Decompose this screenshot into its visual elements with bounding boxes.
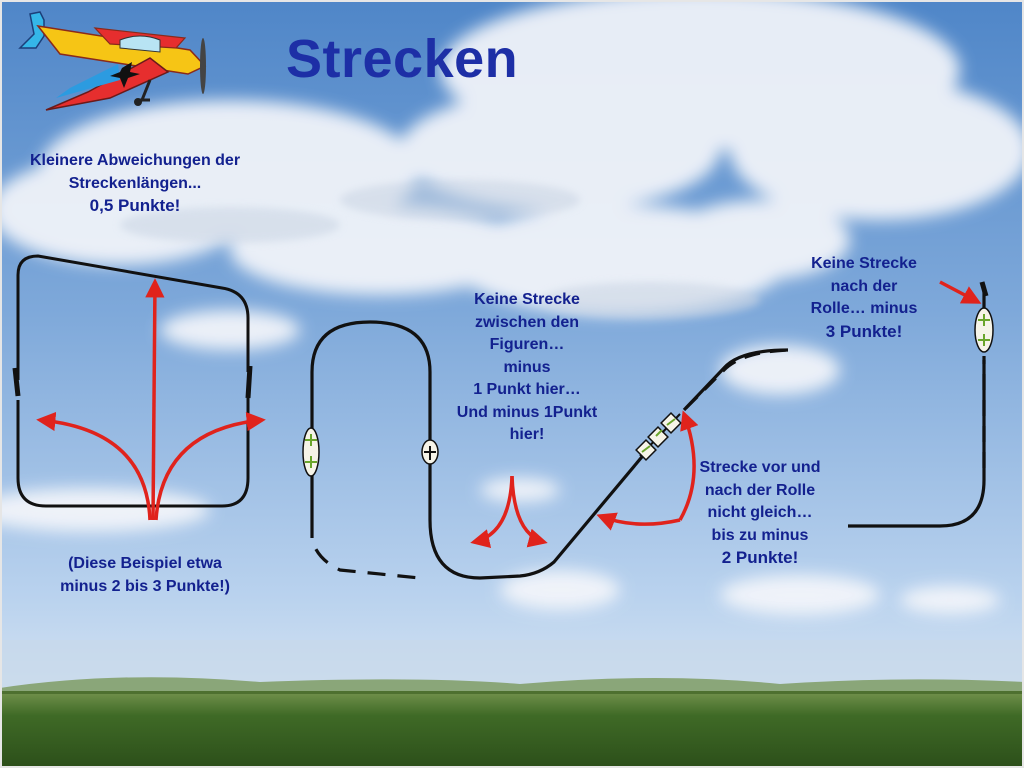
note-line: nicht gleich…	[707, 504, 813, 521]
box-tick-right	[245, 365, 253, 399]
plane-marker-icon	[421, 439, 439, 465]
note-line: zwischen den	[474, 313, 580, 331]
note-no-line-between: Keine Strecke zwischen den Figuren… minu…	[432, 289, 622, 447]
diagonal-dashes	[684, 348, 789, 410]
note-line: Rolle… minus	[810, 300, 918, 317]
note-line: 3 Punkte!	[825, 321, 903, 341]
note-unequal-lines: Strecke vor und nach der Rolle nicht gle…	[680, 457, 840, 570]
roll-arrow-up	[678, 410, 699, 521]
note-line: Keine Strecke	[811, 255, 917, 272]
note-small-deviation: Kleinere Abweichungen der Streckenlängen…	[4, 150, 266, 218]
note-line: hier!	[509, 426, 545, 443]
grass-ground	[0, 693, 1024, 768]
note-line: minus 2 bis 3 Punkte!)	[60, 577, 230, 595]
box-arrow-right	[154, 411, 266, 521]
roll-markers	[635, 412, 682, 461]
note-line: Figuren…	[489, 336, 565, 353]
slide-title: Strecken	[286, 29, 519, 89]
exit-figure	[848, 280, 994, 528]
exit-tick	[979, 281, 989, 297]
box-flight-path	[16, 254, 250, 508]
cloud-shading	[120, 180, 760, 318]
loop-dashes	[310, 520, 421, 580]
roll-arrow-left	[596, 512, 681, 531]
note-no-line-after-roll: Keine Strecke nach der Rolle… minus 3 Pu…	[790, 253, 938, 343]
box-arrow-up	[145, 278, 165, 521]
plane-marker-icon	[974, 307, 994, 353]
note-line: 0,5 Punkte!	[89, 196, 181, 215]
note-line: (Diese Beispiel etwa	[68, 555, 222, 572]
note-line: Streckenlängen...	[68, 174, 202, 192]
note-line: 1 Punkt hier…	[473, 381, 581, 398]
exit-arrow	[939, 280, 982, 304]
note-line: bis zu minus	[711, 526, 809, 544]
note-line: Und minus 1Punkt	[456, 403, 598, 421]
note-line: Kleinere Abweichungen der	[29, 152, 241, 169]
box-figure	[12, 254, 266, 521]
note-line: nach der	[830, 277, 898, 295]
aerobatic-plane-icon	[18, 11, 207, 111]
note-line: minus	[503, 358, 551, 376]
plane-marker-icon	[302, 427, 320, 477]
note-example: (Diese Beispiel etwa minus 2 bis 3 Punkt…	[20, 553, 270, 598]
grass-edge	[0, 691, 1024, 694]
note-line: Keine Strecke	[474, 291, 580, 308]
box-arrow-left	[36, 411, 152, 521]
note-line: Strecke vor und	[699, 459, 821, 476]
note-line: 2 Punkte!	[721, 548, 799, 567]
box-tick-left	[12, 367, 21, 397]
gap-arrow-right	[510, 475, 548, 548]
loop-figure	[302, 320, 789, 580]
note-line: nach der Rolle	[704, 481, 816, 499]
